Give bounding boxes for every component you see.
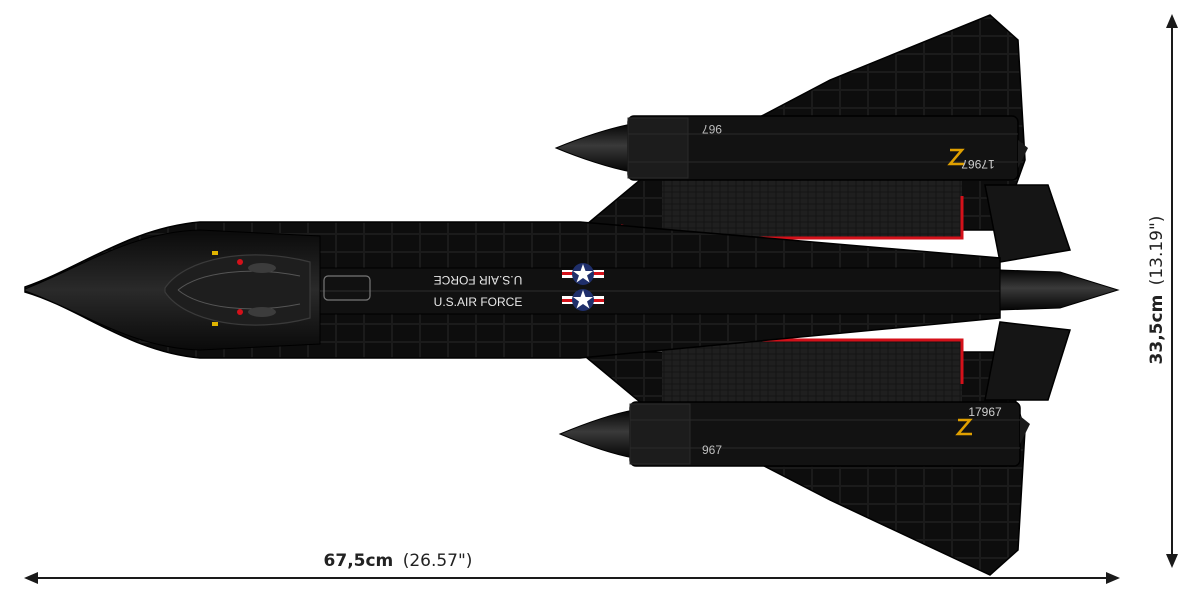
upper-usaf-marking: U.S.AIR FORCE [434,273,523,287]
lower-usaf-marking: U.S.AIR FORCE [434,295,523,309]
red-light-lower [237,309,243,315]
width-label: 33,5cm (13.19") [1147,216,1167,365]
length-dimension: 67,5cm (26.57") [24,551,1120,584]
center-tail-cone [999,269,1120,311]
upper-nacelle-number: 967 [702,122,722,136]
canopy-window-upper [248,263,276,273]
width-imperial: (13.19") [1147,216,1167,286]
length-arrowhead-right [1106,572,1120,584]
upper-wing-grille [662,176,962,238]
lower-nacelle-number: 967 [702,443,722,457]
width-dimension: 33,5cm (13.19") [1147,14,1178,568]
length-metric: 67,5cm [324,551,394,571]
lower-tail-number: 17967 [968,405,1002,419]
roundel-upper [562,263,604,285]
width-arrowhead-top [1166,14,1178,28]
lower-engine-nacelle [558,401,1030,467]
canopy-window-lower [248,307,276,317]
lower-wing-grille [662,340,962,406]
upper-tail-emblem [947,148,965,166]
length-imperial: (26.57") [403,551,473,571]
lower-tail-flap [984,321,1071,401]
upper-tail-flap [984,184,1071,263]
width-metric: 33,5cm [1147,295,1167,365]
lower-tail-emblem [955,418,973,436]
width-arrowhead-bottom [1166,554,1178,568]
sr71-model: U.S.AIR FORCE U.S.AIR FORCE 967 967 1796… [24,14,1120,576]
roundel-lower [562,289,604,311]
yellow-light-upper [212,251,218,255]
canopy-frame [177,270,301,310]
upper-tail-number: 17967 [961,157,995,171]
length-label: 67,5cm (26.57") [324,551,473,571]
red-light-upper [237,259,243,265]
length-arrowhead-left [24,572,38,584]
upper-engine-nacelle [554,115,1028,181]
yellow-light-lower [212,322,218,326]
refuel-hatch [323,275,371,301]
